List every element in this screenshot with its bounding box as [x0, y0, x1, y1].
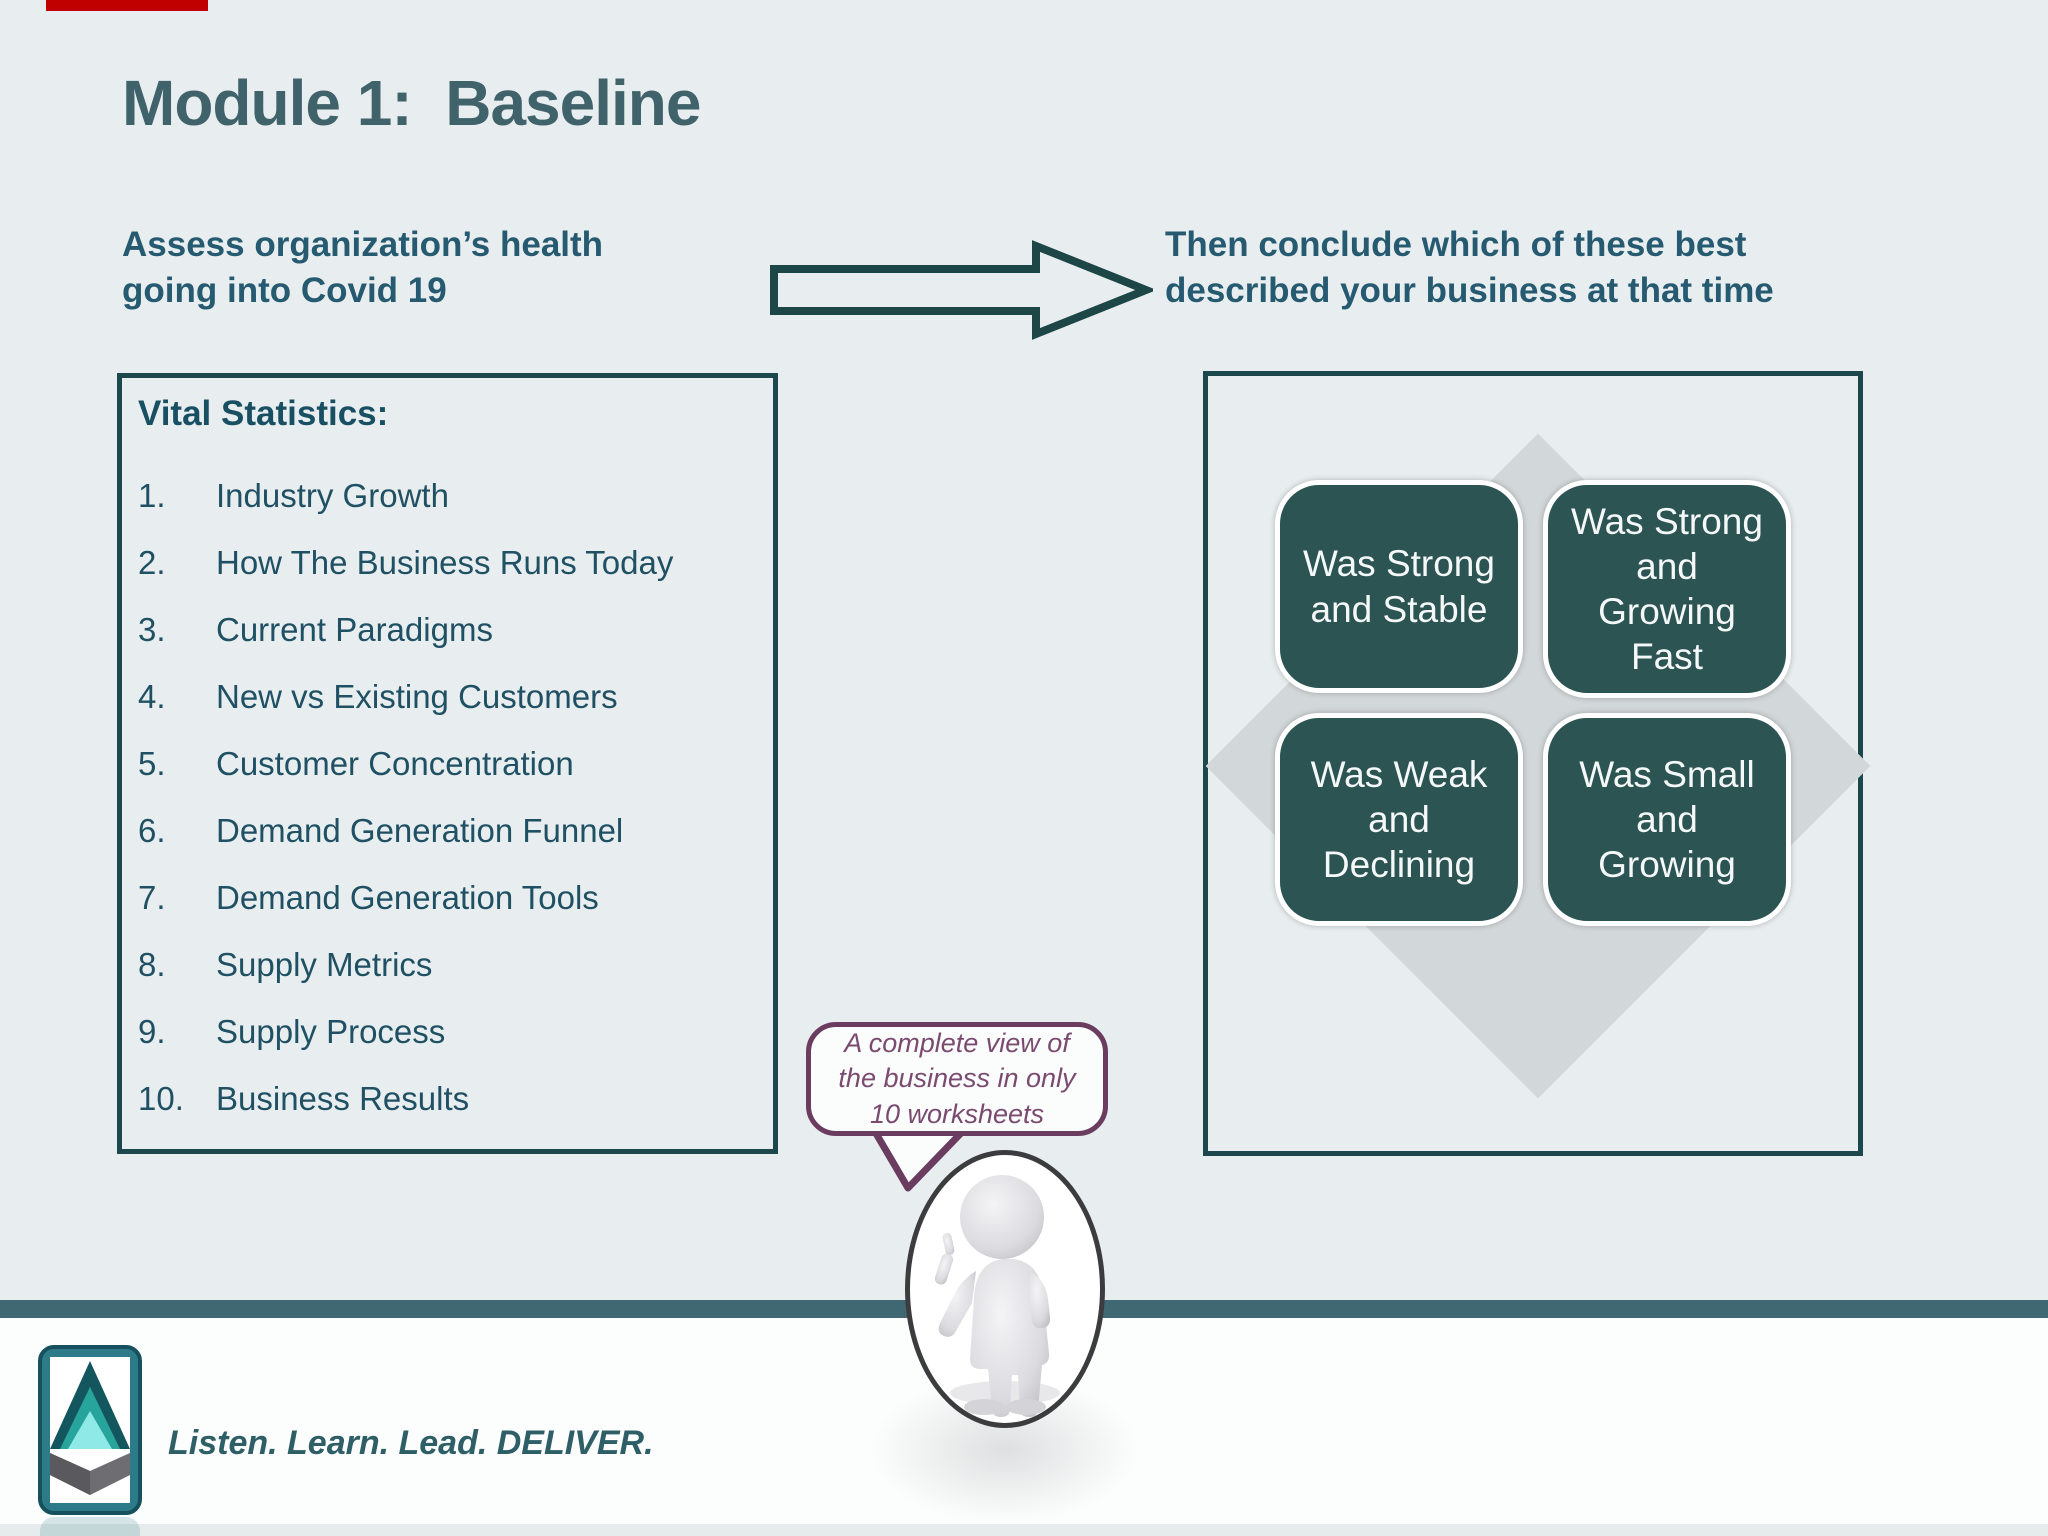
red-accent-bar: [46, 0, 208, 11]
list-item-number: 9.: [138, 1012, 166, 1050]
list-item-number: 5.: [138, 744, 166, 782]
list-item-number: 7.: [138, 878, 166, 916]
vital-statistics-panel: Vital Statistics: 1. Industry Growth 2. Ho…: [117, 373, 778, 1154]
list-item-label: Business Results: [216, 1079, 470, 1117]
slide-title: Module 1: Baseline: [122, 67, 701, 139]
list-item: 2. How The Business Runs Today: [138, 529, 763, 596]
list-item-label: Customer Concentration: [216, 744, 574, 782]
logo-reflection: [38, 1517, 142, 1536]
list-item: 6. Demand Generation Funnel: [138, 797, 763, 864]
list-item: 4. New vs Existing Customers: [138, 663, 763, 730]
list-item-number: 1.: [138, 476, 166, 514]
list-item-number: 8.: [138, 945, 166, 983]
vital-statistics-heading: Vital Statistics:: [138, 394, 389, 433]
list-item: 1. Industry Growth: [138, 462, 763, 529]
list-item-label: How The Business Runs Today: [216, 543, 674, 581]
list-item-number: 6.: [138, 811, 166, 849]
list-item: 9. Supply Process: [138, 998, 763, 1065]
list-item-number: 3.: [138, 610, 166, 648]
callout-bubble: A complete view of the business in only …: [806, 1022, 1108, 1136]
thumbs-up-figure: [905, 1150, 1105, 1428]
list-item-label: New vs Existing Customers: [216, 677, 618, 715]
left-heading: Assess organization’s health going into …: [122, 225, 604, 311]
list-item: 5. Customer Concentration: [138, 730, 763, 797]
vital-statistics-list: 1. Industry Growth 2. How The Business Run…: [138, 462, 763, 1132]
list-item: 7. Demand Generation Tools: [138, 864, 763, 931]
quadrant-was-strong-growing-fast: Was Strong and Growing Fast: [1543, 480, 1791, 698]
list-item-label: Current Paradigms: [216, 610, 493, 648]
list-item-label: Demand Generation Funnel: [216, 811, 624, 849]
quadrant-was-weak-declining: Was Weak and Declining: [1275, 713, 1523, 926]
list-item: 8. Supply Metrics: [138, 931, 763, 998]
bottom-edge-strip: [0, 1524, 2048, 1536]
right-arrow-icon: [768, 238, 1157, 342]
list-item-label: Supply Process: [216, 1012, 446, 1050]
list-item-number: 2.: [138, 543, 166, 581]
list-item-label: Demand Generation Tools: [216, 878, 599, 916]
right-heading: Then conclude which of these best descri…: [1165, 225, 1774, 311]
list-item-number: 10.: [138, 1079, 184, 1117]
list-item-label: Industry Growth: [216, 476, 449, 514]
quadrant-panel: Was Strong and Stable Was Strong and Gro…: [1203, 371, 1871, 1156]
list-item: 3. Current Paradigms: [138, 596, 763, 663]
list-item-number: 4.: [138, 677, 166, 715]
company-tagline: Listen. Learn. Lead. DELIVER.: [168, 1424, 654, 1462]
list-item-label: Supply Metrics: [216, 945, 433, 983]
quadrant-was-strong-stable: Was Strong and Stable: [1275, 480, 1523, 693]
triangle-arrow-logo: [38, 1345, 142, 1515]
quadrant-was-small-growing: Was Small and Growing: [1543, 713, 1791, 926]
callout-tail: [846, 1126, 976, 1198]
list-item: 10. Business Results: [138, 1065, 763, 1132]
